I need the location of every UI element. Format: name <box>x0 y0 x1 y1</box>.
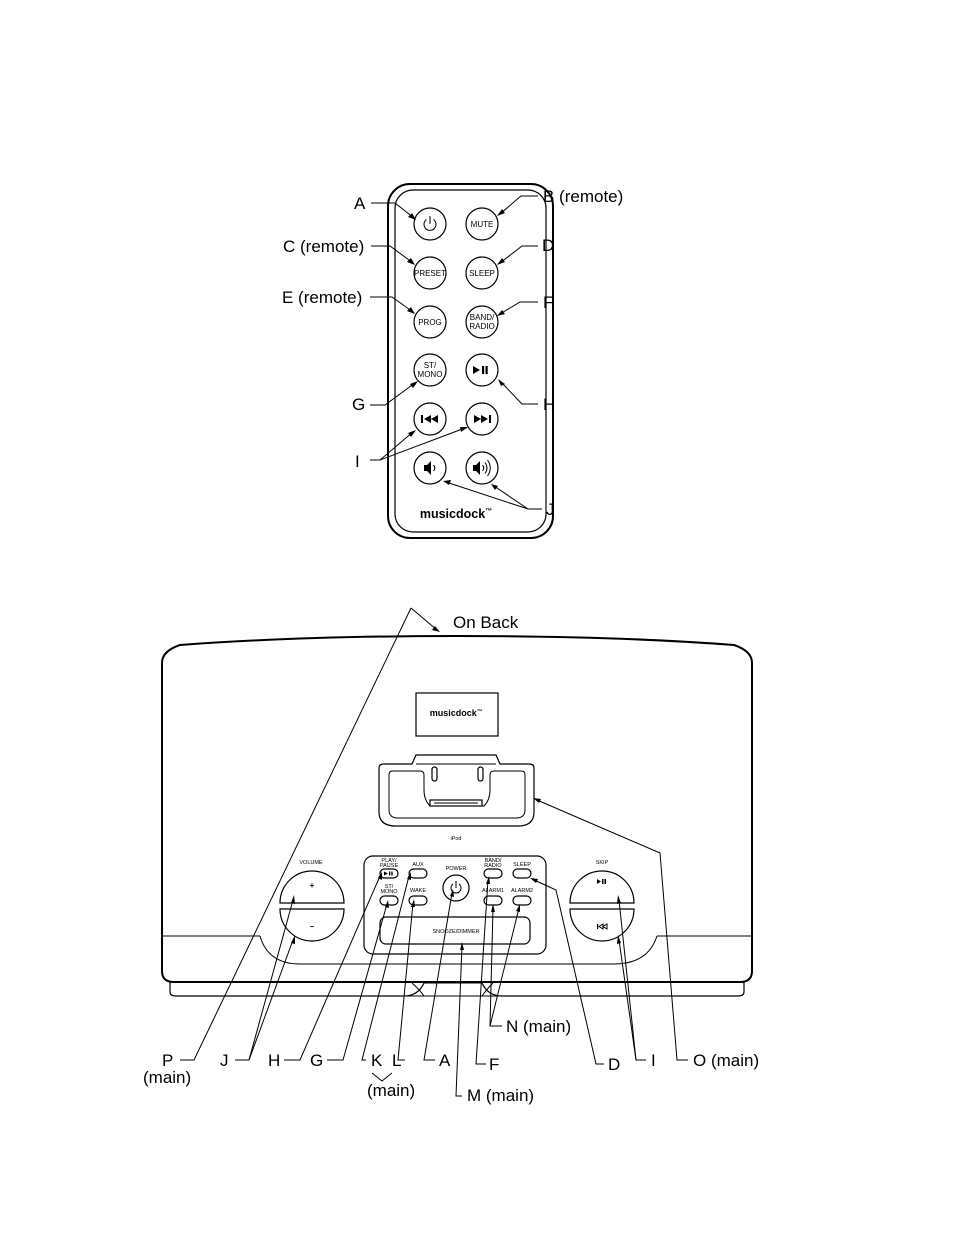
callout-main-kl-main: (main) <box>367 1081 415 1100</box>
remote-st-mono-button: ST/ MONO <box>414 354 446 386</box>
power-label: POWER <box>446 866 467 872</box>
unit-brand-logo: musicdock™ <box>430 708 483 718</box>
remote-prog-label: PROG <box>418 318 442 327</box>
callout-remote-i: I <box>355 452 360 471</box>
callout-main-d: D <box>608 1055 620 1074</box>
alarm1-label: ALARM1 <box>482 888 504 894</box>
remote-volume-down-button <box>414 452 446 484</box>
unit-play-pause-button <box>380 869 398 878</box>
remote-volume-up-button <box>466 452 498 484</box>
unit-sleep-button <box>513 869 531 878</box>
callout-remote-h: H <box>543 395 555 414</box>
callout-main-g: G <box>310 1051 323 1070</box>
wake-label: WAKE <box>410 888 426 894</box>
unit-st-mono-button <box>380 896 398 905</box>
callout-main-o: O (main) <box>693 1051 759 1070</box>
remote-prog-button: PROG <box>414 306 446 338</box>
remote-brand-logo: musicdock™ <box>420 507 492 521</box>
callout-main-h: H <box>268 1051 280 1070</box>
remote-mute-label: MUTE <box>471 220 494 229</box>
callout-main-n: N (main) <box>506 1017 571 1036</box>
remote-preset-button: PRESET <box>414 257 446 289</box>
callout-remote-a: A <box>354 194 366 213</box>
dock-label: iPod <box>450 836 461 842</box>
aux-label: AUX <box>412 862 424 868</box>
band-label-2: RADIO <box>484 863 502 869</box>
remote-band-radio-button: BAND/ RADIO <box>466 306 498 338</box>
callout-main-k: K <box>371 1051 383 1070</box>
callout-main-a: A <box>439 1051 451 1070</box>
volume-minus-label: – <box>310 922 315 931</box>
remote-st-label: ST/ <box>424 361 437 370</box>
remote-play-pause-button <box>466 354 498 386</box>
remote-mono-label: MONO <box>418 370 443 379</box>
volume-plus-label: + <box>310 881 315 890</box>
alarm2-label: ALARM2 <box>511 888 533 894</box>
callout-main-j: J <box>220 1051 229 1070</box>
callout-remote-d: D <box>542 236 554 255</box>
remote-control: MUTE PRESET SLEEP PROG BAND/ RADIO ST/ M… <box>388 184 553 538</box>
callout-main-m: M (main) <box>467 1086 534 1105</box>
play-label-2: PAUSE <box>380 863 399 869</box>
sleep-label: SLEEP <box>513 862 531 868</box>
unit-snooze-dimmer-button: SNOOZE/DIMMER <box>380 917 530 944</box>
unit-band-radio-button <box>484 869 502 878</box>
unit-aux-button <box>409 869 427 878</box>
unit-base-right <box>482 982 744 996</box>
remote-power-button <box>414 208 446 240</box>
remote-preset-label: PRESET <box>414 269 446 278</box>
unit-alarm2-button <box>513 896 531 905</box>
callout-main-f: F <box>489 1055 499 1074</box>
callout-main-i: I <box>651 1051 656 1070</box>
remote-skip-forward-button <box>466 403 498 435</box>
remote-band-label: BAND/ <box>470 313 495 322</box>
callout-on-back: On Back <box>453 613 519 632</box>
remote-radio-label: RADIO <box>469 322 494 331</box>
callout-remote-c: C (remote) <box>283 237 364 256</box>
callout-main-p-main: (main) <box>143 1068 191 1087</box>
callout-remote-f: F <box>543 293 553 312</box>
remote-skip-back-button <box>414 403 446 435</box>
remote-sleep-label: SLEEP <box>469 269 495 278</box>
callout-remote-e: E (remote) <box>282 288 362 307</box>
unit-power-button <box>443 875 469 901</box>
callout-remote-b: B (remote) <box>543 187 623 206</box>
snooze-label: SNOOZE/DIMMER <box>432 929 479 935</box>
ipod-dock <box>379 755 534 826</box>
remote-sleep-button: SLEEP <box>466 257 498 289</box>
remote-mute-button: MUTE <box>466 208 498 240</box>
st-label-2: MONO <box>380 889 398 895</box>
volume-label: VOLUME <box>299 860 323 866</box>
unit-base-left <box>170 982 424 996</box>
skip-label: SKIP <box>596 860 609 866</box>
callout-remote-g: G <box>352 395 365 414</box>
callout-remote-j: J <box>546 500 555 519</box>
unit-wake-button <box>409 896 427 905</box>
